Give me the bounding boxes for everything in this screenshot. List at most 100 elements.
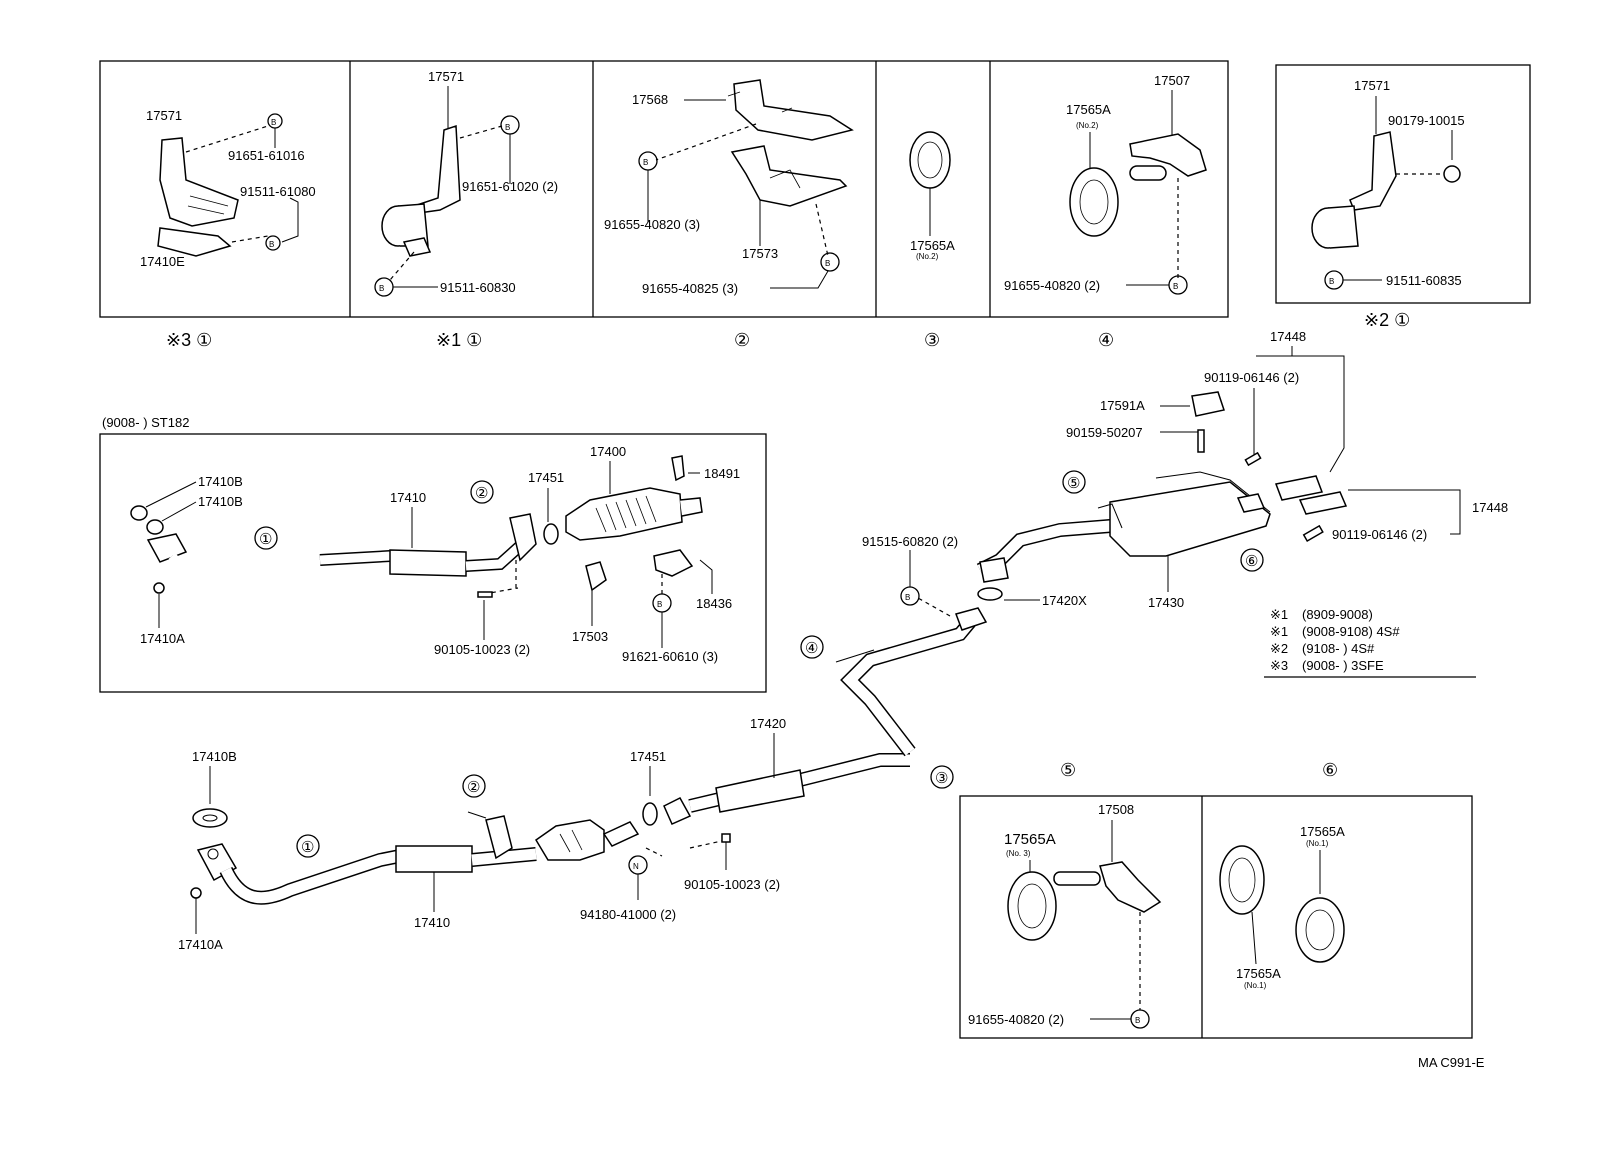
label-94180-41000: 94180-41000 (2) <box>580 907 676 922</box>
note-mark: ※1 <box>1270 624 1288 639</box>
st182-header: (9008- ) ST182 <box>102 415 189 430</box>
box-hanger-bracket: 17565A (No.2) 17507 B 91655-40820 (2) <box>1004 73 1207 295</box>
bolt-b-icon: B <box>657 600 662 609</box>
label-91621-60610: 91621-60610 (3) <box>622 649 718 664</box>
label-17451: 17451 <box>630 749 666 764</box>
note-text: (8909-9008) <box>1302 607 1373 622</box>
bolt-b-icon: B <box>1135 1016 1140 1025</box>
bolt-b-icon: B <box>825 259 830 268</box>
label-90119-06146: 90119-06146 (2) <box>1204 370 1299 385</box>
box-hanger-5: ⑤ 17565A (No. 3) 17508 B 91655-40820 (2) <box>959 760 1473 1039</box>
box-support-bracket: 17568 B 91655-40820 (3) 17573 B 91655-40… <box>604 79 854 296</box>
label-17410: 17410 <box>390 490 426 505</box>
bolt-b-icon: B <box>643 158 648 167</box>
box-captions: ※3 ① ※1 ① ② ③ ④ ※2 ① <box>166 310 1410 350</box>
label-91655-40820: 91655-40820 (2) <box>1004 278 1100 293</box>
label-no1: (No.1) <box>1244 981 1267 990</box>
label-17410b: 17410B <box>198 474 243 489</box>
label-91655-40825: 91655-40825 (3) <box>642 281 738 296</box>
label-17571: 17571 <box>428 69 464 84</box>
note-mark: ※3 <box>1270 658 1288 673</box>
box-hanger-6: ⑥ 17565A (No.1) 17565A (No.1) <box>1219 760 1345 990</box>
label-91651-61020: 91651-61020 (2) <box>462 179 558 194</box>
callout-6: ⑥ <box>1245 553 1258 570</box>
box-4s-bracket-early: 17571 B 91651-61020 (2) B 91511-60830 <box>374 69 558 297</box>
label-17430: 17430 <box>1148 595 1184 610</box>
label-17565a: 17565A <box>1066 102 1111 117</box>
bolt-b-icon: B <box>905 593 910 602</box>
label-17568: 17568 <box>632 92 668 107</box>
note-text: (9008-9108) 4S# <box>1302 624 1400 639</box>
callout-5: ⑤ <box>1067 475 1080 492</box>
label-17420x: 17420X <box>1042 593 1087 608</box>
label-17410a: 17410A <box>178 937 223 952</box>
caption-box-6: ※2 ① <box>1364 310 1410 330</box>
label-91511-61080: 91511-61080 <box>240 184 316 199</box>
label-17591a: 17591A <box>1100 398 1145 413</box>
label-17410e: 17410E <box>140 254 185 269</box>
label-17565a: 17565A <box>910 238 955 253</box>
label-17508: 17508 <box>1098 802 1134 817</box>
label-17571: 17571 <box>146 108 182 123</box>
label-91655-40820: 91655-40820 (2) <box>968 1012 1064 1027</box>
note-text: (9108- ) 4S# <box>1302 641 1375 656</box>
label-no2: (No.2) <box>916 252 939 261</box>
label-17410a: 17410A <box>140 631 185 646</box>
label-17565a: 17565A <box>1236 966 1281 981</box>
callout-1: ① <box>301 839 314 856</box>
label-17571: 17571 <box>1354 78 1390 93</box>
label-90159-50207: 90159-50207 <box>1066 425 1143 440</box>
label-17507: 17507 <box>1154 73 1190 88</box>
label-17400: 17400 <box>590 444 626 459</box>
box-4s-bracket-late: 17571 90179-10015 B 91511-60835 <box>1275 64 1531 304</box>
box-hanger-no2: 17565A (No.2) <box>909 131 955 261</box>
callout-2: ② <box>475 485 488 502</box>
label-17448: 17448 <box>1472 500 1508 515</box>
caption-box-2: ※1 ① <box>436 330 482 350</box>
label-17448: 17448 <box>1270 329 1306 344</box>
note-text: (9008- ) 3SFE <box>1302 658 1384 673</box>
caption-box-4: ③ <box>924 330 940 350</box>
main-exhaust-assembly: 17410B 17410A ① 17410 ② 17451 N <box>178 329 1508 952</box>
label-17410: 17410 <box>414 915 450 930</box>
callout-1: ① <box>259 531 272 548</box>
bolt-b-icon: B <box>505 123 510 132</box>
top-box-row <box>99 60 1229 318</box>
callout-3: ③ <box>935 770 948 787</box>
callout-4: ④ <box>805 640 818 657</box>
caption-box-3: ② <box>734 330 750 350</box>
bolt-b-icon: B <box>269 240 274 249</box>
label-18491: 18491 <box>704 466 740 481</box>
bolt-b-icon: B <box>271 118 276 127</box>
applicability-notes: ※1 (8909-9008) ※1 (9008-9108) 4S# ※2 (91… <box>1264 607 1476 678</box>
label-90105-10023: 90105-10023 (2) <box>434 642 530 657</box>
label-17410b: 17410B <box>198 494 243 509</box>
callout-5: ⑤ <box>1060 760 1076 780</box>
label-90179-10015: 90179-10015 <box>1388 113 1465 128</box>
note-mark: ※2 <box>1270 641 1288 656</box>
caption-box-1: ※3 ① <box>166 330 212 350</box>
diagram-code: MA C991-E <box>1418 1055 1485 1070</box>
label-91515-60820: 91515-60820 (2) <box>862 534 958 549</box>
callout-6: ⑥ <box>1322 760 1338 780</box>
label-17503: 17503 <box>572 629 608 644</box>
label-91651-61016: 91651-61016 <box>228 148 305 163</box>
label-18436: 18436 <box>696 596 732 611</box>
label-no2: (No.2) <box>1076 121 1099 130</box>
callout-2: ② <box>467 779 480 796</box>
note-mark: ※1 <box>1270 607 1288 622</box>
nut-n-icon: N <box>633 862 639 871</box>
label-17410b: 17410B <box>192 749 237 764</box>
st182-panel: (9008- ) ST182 17410B 17410B 17410A ① 17… <box>99 415 767 693</box>
bolt-b-icon: B <box>379 284 384 293</box>
label-17565a: 17565A <box>1300 824 1345 839</box>
label-no3: (No. 3) <box>1006 849 1031 858</box>
label-no1: (No.1) <box>1306 839 1329 848</box>
caption-box-5: ④ <box>1098 330 1114 350</box>
label-17565a: 17565A <box>1004 831 1056 848</box>
label-90119-06146: 90119-06146 (2) <box>1332 527 1427 542</box>
label-17573: 17573 <box>742 246 778 261</box>
bolt-b-icon: B <box>1329 277 1334 286</box>
label-17451: 17451 <box>528 470 564 485</box>
